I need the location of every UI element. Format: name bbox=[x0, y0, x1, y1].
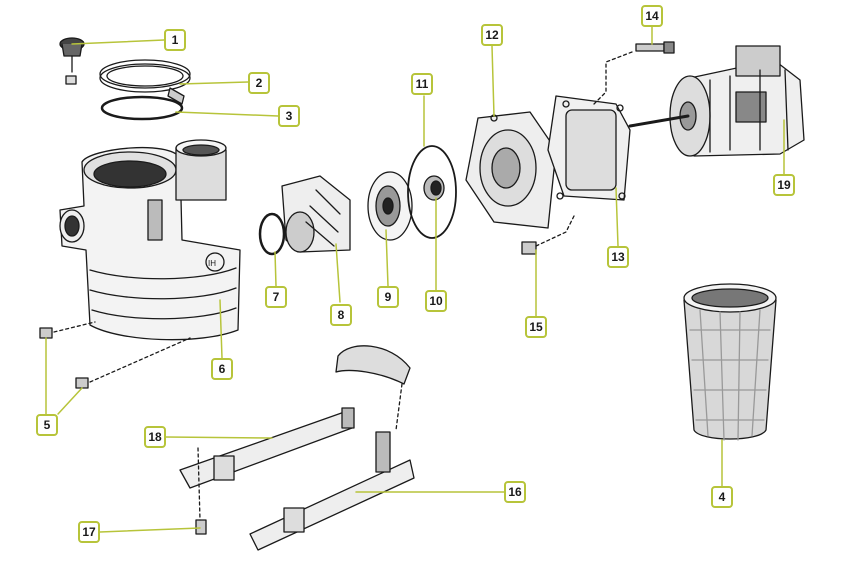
part-lid-o-ring bbox=[100, 95, 184, 121]
part-motor-bracket bbox=[547, 95, 631, 201]
callout-11: 11 bbox=[411, 73, 433, 95]
callout-19: 19 bbox=[773, 174, 795, 196]
part-strainer-housing: IH bbox=[59, 139, 241, 341]
callout-15: 15 bbox=[525, 316, 547, 338]
part-gasket bbox=[407, 145, 457, 239]
part-diffuser-o-ring bbox=[258, 212, 286, 256]
part-motor bbox=[628, 45, 805, 157]
callout-5: 5 bbox=[36, 414, 58, 436]
part-knob bbox=[59, 37, 85, 85]
part-screw bbox=[521, 215, 575, 255]
callout-18: 18 bbox=[144, 426, 166, 448]
part-seal-plate bbox=[465, 111, 557, 229]
part-base-brackets bbox=[179, 345, 415, 551]
callout-8: 8 bbox=[330, 304, 352, 326]
callout-2: 2 bbox=[248, 72, 270, 94]
callout-3: 3 bbox=[278, 105, 300, 127]
callout-7: 7 bbox=[265, 286, 287, 308]
callout-6: 6 bbox=[211, 358, 233, 380]
callout-16: 16 bbox=[504, 481, 526, 503]
callout-leaders bbox=[45, 25, 785, 533]
part-bolt bbox=[593, 41, 675, 105]
callout-13: 13 bbox=[607, 246, 629, 268]
callout-10: 10 bbox=[425, 290, 447, 312]
svg-text:IH: IH bbox=[208, 259, 216, 268]
callout-1: 1 bbox=[164, 29, 186, 51]
callout-12: 12 bbox=[481, 24, 503, 46]
callout-17: 17 bbox=[78, 521, 100, 543]
callout-9: 9 bbox=[377, 286, 399, 308]
part-impeller bbox=[367, 171, 413, 241]
callout-14: 14 bbox=[641, 5, 663, 27]
callout-4: 4 bbox=[711, 486, 733, 508]
part-strainer-basket bbox=[683, 283, 777, 441]
part-diffuser bbox=[281, 175, 351, 253]
part-seal bbox=[423, 175, 445, 201]
part-lid-ring bbox=[99, 59, 191, 105]
